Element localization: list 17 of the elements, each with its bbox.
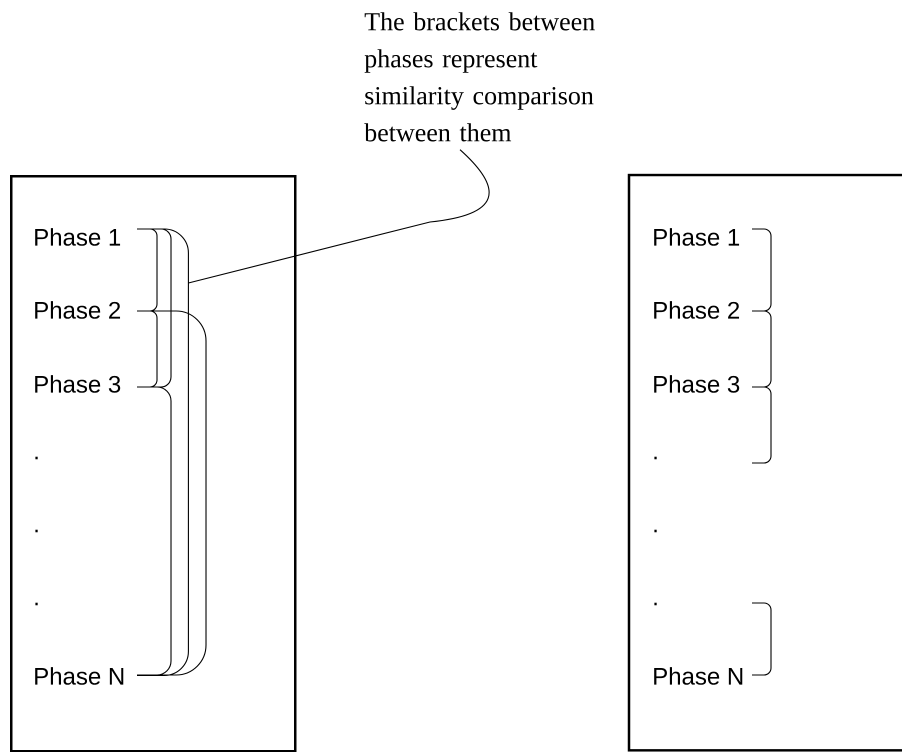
- leader-line: [188, 149, 490, 284]
- phase-label: Phase 1: [35, 228, 120, 246]
- bracket: [137, 228, 189, 676]
- phase-label: .: [654, 456, 657, 460]
- phase-label: Phase N: [654, 667, 742, 685]
- phase-label: Phase N: [35, 667, 124, 685]
- phase-label: Phase 3: [35, 375, 120, 393]
- phase-label: Phase 3: [654, 375, 740, 393]
- phase-label: Phase 2: [654, 301, 740, 319]
- phase-label: Phase 2: [35, 301, 120, 319]
- phase-label: .: [35, 602, 38, 606]
- phase-label: .: [35, 456, 38, 460]
- phase-label: .: [654, 530, 657, 532]
- phase-label: Phase 1: [654, 228, 740, 246]
- callout-text: The brackets between phases represent similarity comparison between them: [364, 12, 595, 142]
- phase-label: .: [35, 530, 38, 532]
- phase-label: .: [654, 602, 657, 606]
